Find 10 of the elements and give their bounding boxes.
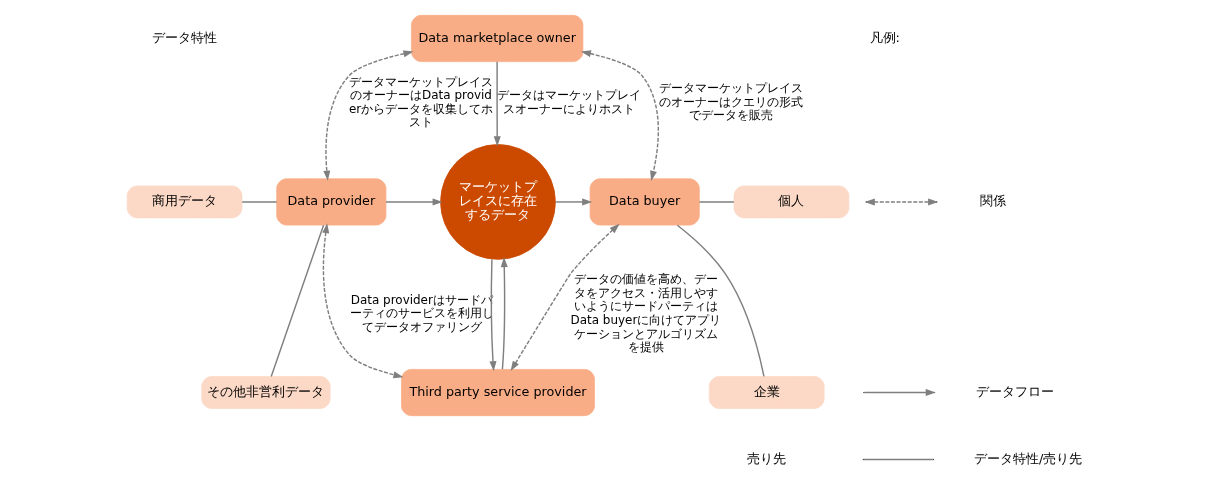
legend-label: データ特性/売り先: [973, 450, 1082, 466]
edge-label: データマーケットプレイスのオーナーはData providerからデータを収集してホスト: [348, 74, 493, 130]
edge-label: データはマーケットプレイスオーナーによりホスト: [496, 88, 641, 116]
legend-label: 関係: [979, 192, 1006, 208]
edge-label: データの価値を高め、データをアクセス・活用しやすいようにサードパーティはData buyerに向けてアプリケーションとアルゴリズムを提供: [569, 272, 721, 355]
legend-label: データフロー: [975, 383, 1054, 399]
edge-label: データマーケットプレイスのオーナーはクエリの形式でデータを販売: [658, 81, 803, 123]
label: 凡例:: [869, 29, 900, 45]
label: データ特性: [151, 29, 217, 45]
label: 売り先: [746, 450, 786, 466]
